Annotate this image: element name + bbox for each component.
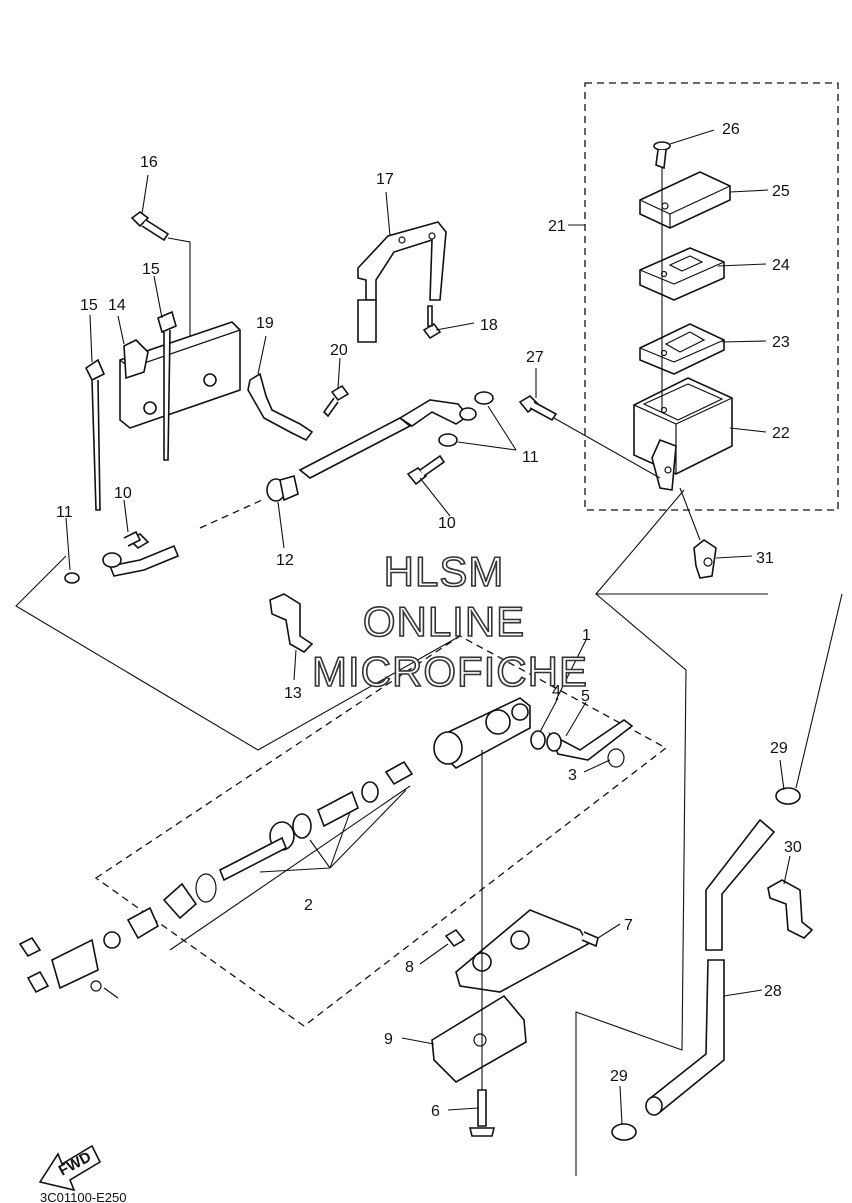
callout-5[interactable]: 5 [581, 688, 590, 705]
part-4-o-ring[interactable] [530, 730, 546, 750]
callout-6[interactable]: 6 [431, 1103, 440, 1120]
part-1-master-cylinder-body[interactable] [433, 697, 531, 769]
part-7-bracket[interactable] [455, 909, 599, 993]
part-22-reservoir[interactable] [633, 377, 733, 491]
fwd-arrow: FWD [38, 1144, 102, 1192]
callout-15-left[interactable]: 15 [80, 297, 98, 314]
callout-31[interactable]: 31 [756, 550, 774, 567]
part-16-bolt[interactable] [130, 211, 170, 242]
callout-numbers: 1 2 3 4 5 6 7 8 9 10 10 11 11 12 13 14 1… [56, 121, 802, 1120]
callout-27[interactable]: 27 [526, 349, 544, 366]
part-11-washer-right[interactable] [438, 433, 458, 447]
callout-21[interactable]: 21 [548, 218, 566, 235]
part-9-plate[interactable] [431, 994, 527, 1083]
callout-9[interactable]: 9 [384, 1031, 393, 1048]
callout-25[interactable]: 25 [772, 183, 790, 200]
part-29-clamp-upper[interactable] [775, 787, 801, 805]
part-27-bolt[interactable] [518, 394, 558, 422]
callout-10-right[interactable]: 10 [438, 515, 456, 532]
callout-16[interactable]: 16 [140, 154, 158, 171]
master-cylinder-group-box [94, 635, 668, 1027]
watermark: HLSM ONLINE MICROFICHE [311, 547, 588, 696]
part-31-clip[interactable] [693, 539, 717, 579]
clevis-assembly[interactable] [18, 931, 121, 999]
callout-10-left[interactable]: 10 [114, 485, 132, 502]
callout-7[interactable]: 7 [624, 917, 633, 934]
part-23-diaphragm[interactable] [639, 323, 725, 375]
callout-29-upper[interactable]: 29 [770, 740, 788, 757]
callout-13[interactable]: 13 [284, 685, 302, 702]
callout-30[interactable]: 30 [784, 839, 802, 856]
callout-14[interactable]: 14 [108, 297, 126, 314]
part-12-collar[interactable] [266, 474, 299, 502]
part-3-circlip[interactable] [607, 748, 625, 768]
part-24-plate[interactable] [639, 247, 725, 301]
brake-hose-lower[interactable] [64, 544, 180, 584]
part-6-bolt[interactable] [468, 1089, 496, 1137]
callout-24[interactable]: 24 [772, 257, 790, 274]
part-2-piston-kit[interactable] [126, 760, 414, 940]
footer-code: 3C01100-E250 [40, 1190, 127, 1203]
part-18-bolt[interactable] [422, 305, 442, 340]
part-15-cable-tie-center[interactable] [157, 310, 177, 461]
callout-20[interactable]: 20 [330, 342, 348, 359]
callout-4[interactable]: 4 [552, 683, 561, 700]
part-14-bracket[interactable] [119, 321, 241, 429]
part-25-cap[interactable] [639, 171, 731, 229]
brake-hose-upper[interactable] [298, 391, 494, 479]
callout-2[interactable]: 2 [304, 897, 313, 914]
watermark-line-3: MICROFICHE [312, 648, 588, 695]
callout-28[interactable]: 28 [764, 983, 782, 1000]
callout-23[interactable]: 23 [772, 334, 790, 351]
part-28-hose[interactable] [645, 818, 776, 1116]
watermark-line-1: HLSM [384, 548, 505, 595]
part-8-bolt[interactable] [444, 928, 466, 948]
callout-15-center[interactable]: 15 [142, 261, 160, 278]
callout-12[interactable]: 12 [276, 552, 294, 569]
watermark-line-2: ONLINE [363, 598, 525, 645]
callout-17[interactable]: 17 [376, 171, 394, 188]
part-5-joint[interactable] [546, 719, 634, 761]
callout-8[interactable]: 8 [405, 959, 414, 976]
callout-19[interactable]: 19 [256, 315, 274, 332]
callout-22[interactable]: 22 [772, 425, 790, 442]
part-29-clamp-lower[interactable] [611, 1123, 637, 1141]
part-30-holder[interactable] [767, 879, 814, 939]
part-15-cable-tie-left[interactable] [84, 358, 106, 511]
callout-3[interactable]: 3 [568, 767, 577, 784]
callout-26[interactable]: 26 [722, 121, 740, 138]
part-19-clamp[interactable] [247, 372, 314, 442]
part-10-bolt-right[interactable] [406, 454, 446, 486]
callout-18[interactable]: 18 [480, 317, 498, 334]
leader-lines [65, 129, 791, 1125]
callout-11-left[interactable]: 11 [56, 504, 73, 521]
part-13-holder[interactable] [269, 593, 314, 653]
callout-29-lower[interactable]: 29 [610, 1068, 628, 1085]
part-10-bolt-left[interactable] [123, 530, 150, 550]
part-20-bolt[interactable] [322, 384, 350, 418]
reservoir-group-box [584, 82, 839, 511]
part-17-bracket[interactable] [357, 221, 447, 343]
callout-11-right[interactable]: 11 [522, 449, 539, 466]
callout-1[interactable]: 1 [582, 627, 591, 644]
part-26-screw[interactable] [653, 141, 671, 170]
